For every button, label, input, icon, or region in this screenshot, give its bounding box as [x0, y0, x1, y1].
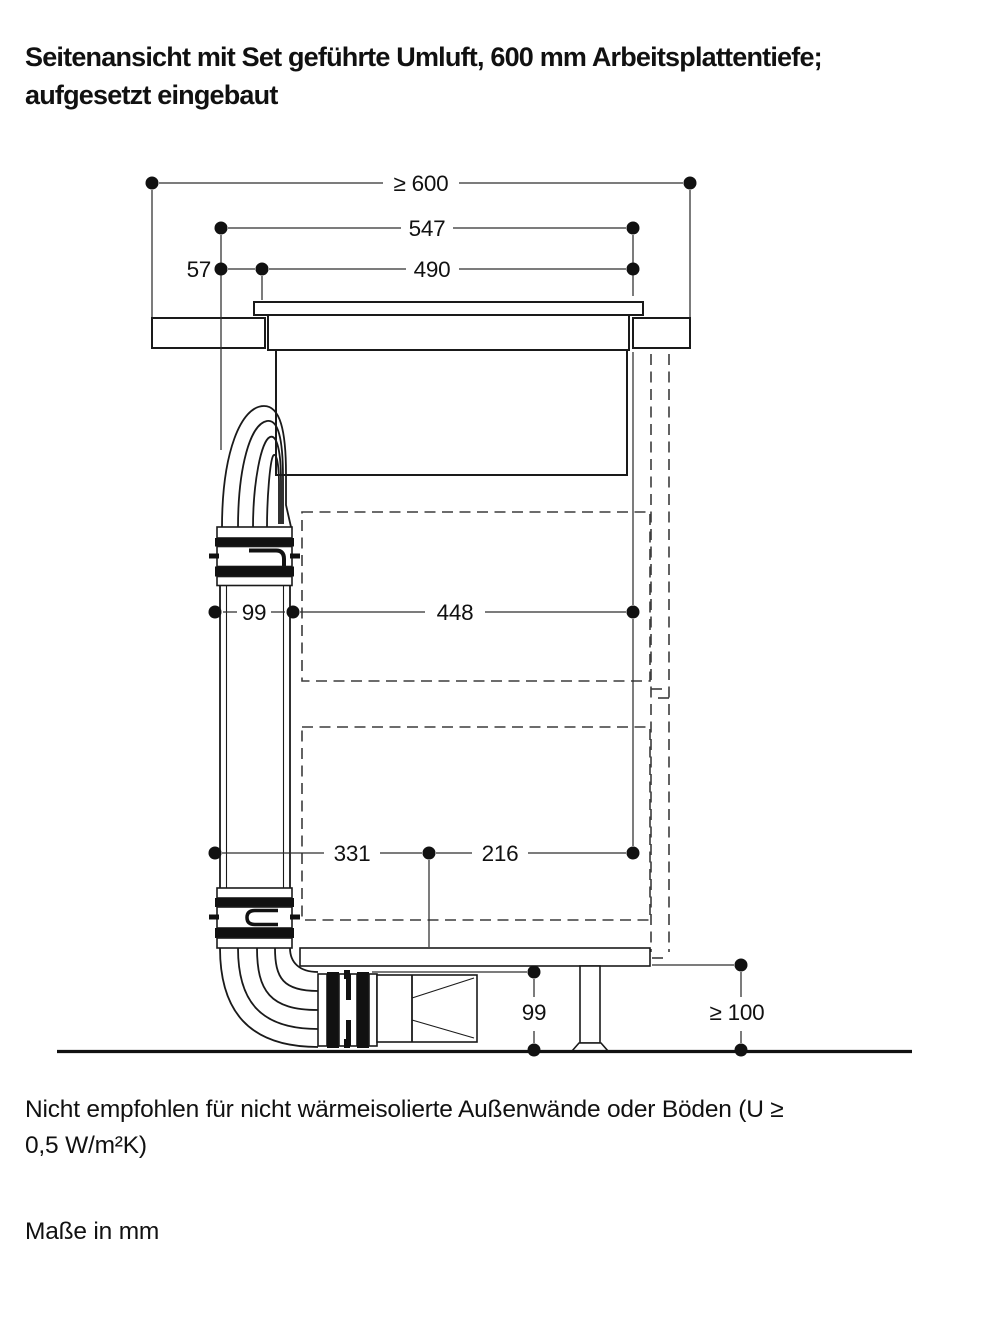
cabinet-bottom-panel	[299, 947, 651, 967]
hob-glass-plate	[253, 301, 644, 316]
dimension-57: 57	[187, 257, 255, 282]
dimension-label-216: 216	[482, 841, 519, 866]
dimension-label-547: 547	[409, 216, 446, 241]
insulation-warning-line2: 0,5 W/m²K)	[25, 1132, 147, 1159]
dimension-547: 547	[214, 216, 640, 450]
dimension-331: 331	[208, 841, 436, 947]
page-title-line2: aufgesetzt eingebaut	[25, 80, 278, 110]
vertical-flat-duct	[219, 585, 291, 888]
page-title: Seitenansicht mit Set geführte Umluft, 6…	[25, 38, 823, 114]
dimension-label-331: 331	[334, 841, 371, 866]
insulation-warning-line1: Nicht empfohlen für nicht wärmeisolierte…	[25, 1096, 784, 1123]
dimension-490: 490	[255, 257, 640, 300]
recirculation-zone-upper	[301, 511, 651, 682]
duct-elbow-top	[221, 405, 292, 529]
dimension-worktop-depth: ≥ 600	[145, 171, 697, 317]
duct-elbow-bottom	[219, 947, 319, 1048]
dimension-duct-99: 99	[208, 600, 300, 625]
plinth-blower	[376, 974, 478, 1043]
worktop-left	[151, 317, 266, 349]
dimension-label-448: 448	[437, 600, 474, 625]
cabinet-leg	[570, 965, 610, 1052]
worktop-right	[632, 317, 691, 349]
dimension-label-duct-99: 99	[242, 600, 266, 625]
dimension-216: 216	[436, 841, 640, 866]
dimension-label-490: 490	[414, 257, 451, 282]
dimension-label-plinth-99: 99	[522, 1000, 546, 1025]
insulation-warning: Nicht empfohlen für nicht wärmeisolierte…	[25, 1092, 784, 1164]
duct-coupling-lower	[209, 887, 300, 949]
dimension-plinth-99: 99	[372, 965, 547, 1057]
rear-duct-channel	[650, 354, 670, 959]
duct-coupling-horizontal	[317, 970, 378, 1048]
dimension-label-worktop-depth: ≥ 600	[394, 171, 449, 196]
hob-housing	[267, 314, 630, 476]
dimension-448: 448	[300, 352, 640, 846]
page-title-line1: Seitenansicht mit Set geführte Umluft, 6…	[25, 42, 823, 72]
units-note: Maße in mm	[25, 1218, 160, 1245]
duct-coupling-upper	[209, 526, 300, 587]
recirculation-zone-lower	[301, 726, 651, 921]
dimension-floor-clearance: ≥ 100	[652, 958, 765, 1057]
dimension-label-floor-clearance: ≥ 100	[710, 1000, 765, 1025]
dimension-label-57: 57	[187, 257, 211, 282]
